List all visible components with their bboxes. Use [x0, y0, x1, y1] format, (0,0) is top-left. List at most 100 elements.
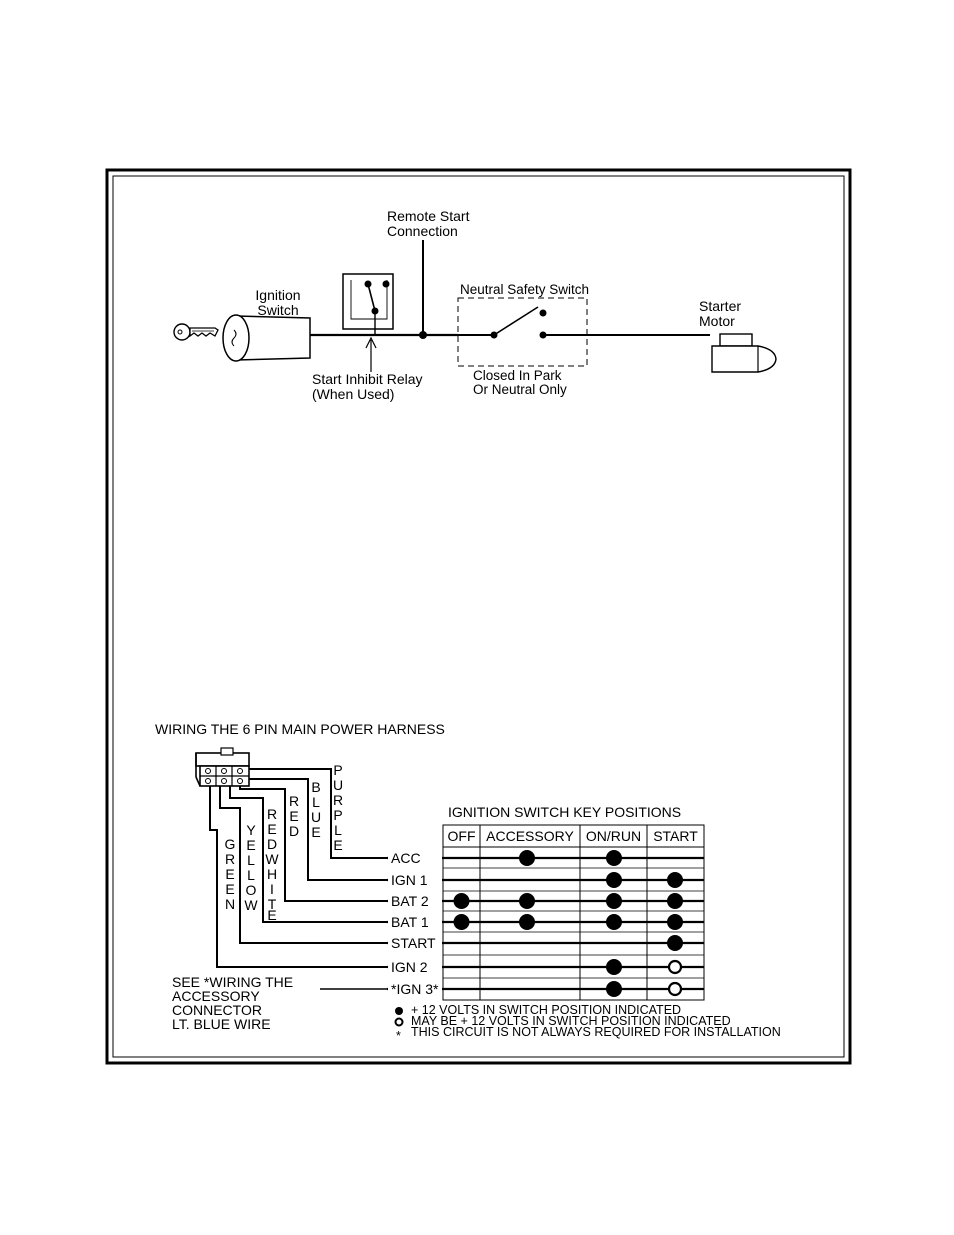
mark-filled-r3-on-run: [606, 914, 622, 930]
row-label-bat1: BAT 1: [391, 914, 429, 930]
redwhite-wire: [229, 786, 387, 923]
yellow-label-6: W: [244, 897, 258, 913]
mark-filled-r0-on-run: [606, 850, 622, 866]
starter-motor-symbol: [711, 333, 777, 373]
legend-asterisk-text: THIS CIRCUIT IS NOT ALWAYS REQUIRED FOR …: [411, 1025, 781, 1039]
note-line-4: LT. BLUE WIRE: [172, 1016, 271, 1032]
mark-filled-r4-start: [667, 935, 683, 951]
power-harness-diagram: WIRING THE 6 PIN MAIN POWER HARNESS: [155, 721, 445, 1032]
green-label-2: R: [225, 851, 235, 867]
purple-wire: [249, 768, 387, 859]
neutral-switch-label: Neutral Safety Switch: [460, 282, 589, 297]
green-wire: [209, 786, 387, 968]
legend-open-text: MAY BE + 12 VOLTS IN SWITCH POSITION IND…: [411, 1014, 731, 1028]
col-header-start: START: [653, 828, 698, 844]
mark-filled-r6-on-run: [606, 981, 622, 997]
redwhite-label-5: H: [267, 866, 277, 882]
row-label-bat2: BAT 2: [391, 893, 429, 909]
yellow-label-2: E: [246, 837, 255, 853]
mark-filled-r1-on-run: [606, 872, 622, 888]
mark-filled-r3-accessory: [519, 914, 535, 930]
yellow-wire: [219, 786, 387, 944]
closed-label-2: Or Neutral Only: [473, 382, 567, 397]
col-header-on-run: ON/RUN: [586, 828, 641, 844]
ignition-switch-label-1: Ignition: [255, 287, 300, 303]
mark-filled-r5-on-run: [606, 959, 622, 975]
starter-label-2: Motor: [699, 313, 735, 329]
note-line-2: ACCESSORY: [172, 988, 260, 1004]
redwhite-label-7: T: [268, 896, 277, 912]
relay-label-2: (When Used): [312, 386, 394, 402]
relay-label-1: Start Inhibit Relay: [312, 371, 423, 387]
green-label-1: G: [225, 836, 236, 852]
mark-filled-r3-start: [667, 914, 683, 930]
start-inhibit-relay: [342, 273, 458, 372]
starter-label-1: Starter: [699, 298, 741, 314]
redwhite-label-1: R: [267, 806, 277, 822]
yellow-label-5: O: [246, 882, 257, 898]
legend-asterisk-icon: *: [396, 1029, 401, 1043]
blue-label-2: L: [312, 794, 320, 810]
col-header-accessory: ACCESSORY: [486, 828, 574, 844]
neutral-safety-switch: [457, 297, 710, 367]
mark-open-r6-start: [667, 981, 683, 997]
yellow-label-4: L: [247, 867, 255, 883]
starter-circuit-diagram: Remote Start Connection Ignition Switch …: [173, 208, 777, 402]
blue-wire: [249, 778, 387, 881]
purple-label-5: L: [334, 822, 342, 838]
ignition-switch-label-2: Switch: [257, 302, 298, 318]
mark-filled-r2-start: [667, 893, 683, 909]
legend-open-dot-icon: [394, 1017, 404, 1027]
purple-label-3: R: [333, 792, 343, 808]
legend-filled-text: + 12 VOLTS IN SWITCH POSITION INDICATED: [411, 1003, 681, 1017]
key-positions-table: IGNITION SWITCH KEY POSITIONS OFF ACCESS…: [387, 804, 705, 1001]
green-label-5: N: [225, 896, 235, 912]
note-line-1: SEE *WIRING THE: [172, 974, 293, 990]
row-dividers: [443, 867, 704, 979]
purple-label-1: P: [333, 762, 342, 778]
yellow-label-3: L: [247, 852, 255, 868]
row-label-acc: ACC: [391, 850, 421, 866]
red-label-2: E: [289, 808, 298, 824]
legend: * + 12 VOLTS IN SWITCH POSITION INDICATE…: [394, 1003, 781, 1043]
redwhite-label-4: W: [265, 851, 279, 867]
redwhite-label-3: D: [267, 836, 277, 852]
position-marks: [453, 850, 683, 997]
key-icon: [173, 323, 219, 341]
purple-label-2: U: [333, 777, 343, 793]
mark-filled-r0-accessory: [519, 850, 535, 866]
blue-label-4: E: [311, 824, 320, 840]
yellow-label-1: Y: [246, 822, 256, 838]
redwhite-label-8: E: [267, 907, 276, 923]
row-label-ign2: IGN 2: [391, 959, 428, 975]
row-label-start: START: [391, 935, 436, 951]
mark-filled-r2-accessory: [519, 893, 535, 909]
wire-color-labels: P U R P L E B L U E R E D R E D W H I T …: [225, 762, 344, 923]
red-label-3: D: [289, 823, 299, 839]
mark-filled-r1-start: [667, 872, 683, 888]
connector-plug: [195, 747, 250, 787]
mark-filled-r2-on-run: [606, 893, 622, 909]
green-label-4: E: [225, 881, 234, 897]
row-label-ign3: *IGN 3*: [391, 981, 439, 997]
red-label-1: R: [289, 793, 299, 809]
outer-frame: [105, 168, 852, 1065]
harness-wires: [209, 768, 387, 990]
redwhite-label-6: I: [270, 881, 274, 897]
blue-label-3: U: [311, 809, 321, 825]
ignition-switch-symbol: [222, 314, 311, 362]
green-label-3: E: [225, 866, 234, 882]
remote-start-label-1: Remote Start: [387, 208, 470, 224]
row-label-ign1: IGN 1: [391, 872, 428, 888]
mark-filled-r2-off: [453, 893, 470, 909]
purple-label-6: E: [333, 837, 342, 853]
legend-filled-dot-icon: [395, 1007, 403, 1015]
inner-frame: [112, 175, 845, 1058]
red-wire: [239, 786, 387, 902]
closed-label-1: Closed In Park: [473, 368, 562, 383]
harness-title: WIRING THE 6 PIN MAIN POWER HARNESS: [155, 721, 445, 737]
table-title: IGNITION SWITCH KEY POSITIONS: [448, 804, 681, 820]
note-line-3: CONNECTOR: [172, 1002, 262, 1018]
col-header-off: OFF: [448, 828, 476, 844]
